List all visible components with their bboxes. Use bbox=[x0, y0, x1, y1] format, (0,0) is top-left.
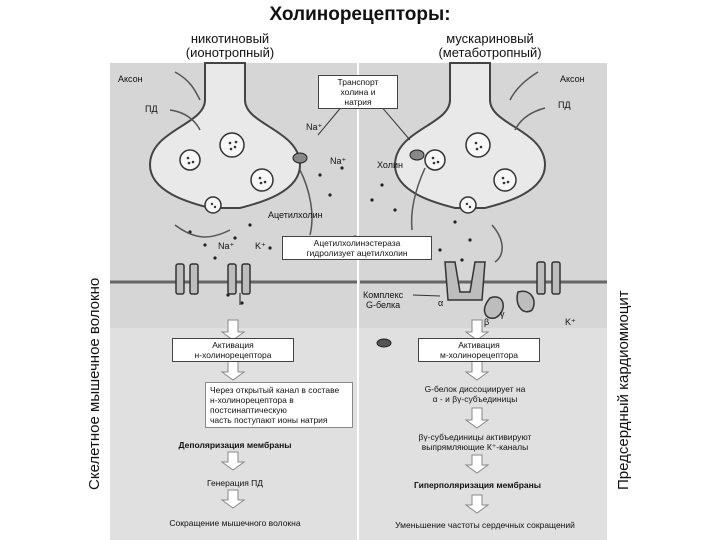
left-vesicles bbox=[179, 132, 274, 214]
k-label-1: K⁺ bbox=[255, 241, 266, 251]
left-flow-line3: часть поступают ионы натрия bbox=[210, 415, 328, 425]
k-label-2: K⁺ bbox=[565, 317, 576, 327]
left-activation-line1: Активация bbox=[212, 340, 254, 350]
process-arrows bbox=[169, 71, 546, 305]
right-flow2-line2: выпрямляющие К⁺-каналы bbox=[421, 442, 529, 452]
right-heading: мускариновый (метаботропный) bbox=[405, 32, 575, 60]
left-flow-line2: н-холинорецептора в постсинаптическую bbox=[210, 395, 294, 415]
right-step-heart-rate: Уменьшение частоты сердечных сокращений bbox=[395, 520, 575, 530]
right-activation-box: Активация м-холинорецептора bbox=[418, 338, 540, 362]
left-step-depolarization: Деполяризация мембраны bbox=[178, 440, 292, 450]
acetylcholine-label: Ацетилхолин bbox=[268, 210, 323, 220]
left-activation-line2: н-холинорецептора bbox=[194, 350, 272, 360]
right-axon-label: Аксон bbox=[560, 74, 585, 84]
right-heading-line1: мускариновый bbox=[446, 31, 534, 46]
transport-line1: Транспорт bbox=[337, 77, 379, 87]
flow-arrows bbox=[220, 319, 490, 514]
gamma-label: γ bbox=[500, 309, 505, 319]
left-vesicle-dots bbox=[186, 140, 267, 209]
complex-label: Комплекс G-белка bbox=[363, 290, 403, 310]
enzyme-line1: Ацетилхолинэстераза bbox=[313, 238, 401, 248]
complex-line2: G-белка bbox=[365, 300, 401, 310]
right-flow-line1: G-белок диссоциирует на bbox=[424, 384, 526, 394]
left-activation-box: Активация н-холинорецептора bbox=[172, 338, 294, 362]
transport-line2: холина и bbox=[340, 87, 376, 97]
acetylcholine-molecules bbox=[188, 166, 472, 305]
na-label-1: Na⁺ bbox=[306, 122, 323, 132]
left-pd-label: ПД bbox=[145, 104, 158, 114]
right-flow2-line1: βγ-субъединицы активируют bbox=[418, 432, 532, 442]
right-activation-line2: м-холинорецептора bbox=[439, 350, 519, 360]
left-heading-line1: никотиновый bbox=[190, 31, 270, 46]
right-cell-label: Предсердный кардиомиоцит bbox=[615, 290, 632, 490]
complex-line1: Комплекс bbox=[363, 290, 404, 300]
right-flow-description-2: βγ-субъединицы активируют выпрямляющие К… bbox=[390, 432, 560, 452]
right-activation-line1: Активация bbox=[458, 340, 500, 350]
left-flow-line1: Через открытый канал в составе bbox=[210, 385, 340, 395]
alpha-label: α bbox=[438, 298, 444, 308]
transport-line3: натрия bbox=[344, 97, 372, 107]
left-cell-label: Скелетное мышечное волокно bbox=[86, 277, 103, 490]
left-flow-description: Через открытый канал в составе н-холинор… bbox=[205, 382, 353, 428]
nicotinic-receptors bbox=[175, 263, 251, 295]
right-flow-description: G-белок диссоциирует на α - и βγ-субъеди… bbox=[390, 384, 560, 404]
page-title: Холинорецепторы: bbox=[269, 4, 451, 25]
right-heading-line2: (метаботропный) bbox=[438, 45, 542, 60]
choline-label: Холин bbox=[377, 160, 403, 170]
right-step-hyperpolarization: Гиперполяризация мембраны bbox=[413, 480, 542, 490]
right-vesicle-dots bbox=[431, 141, 510, 209]
enzyme-line2: гидролизует ацетилхолин bbox=[306, 248, 408, 258]
small-complex-icon bbox=[376, 338, 392, 348]
left-step-contraction: Сокращение мышечного волокна bbox=[169, 518, 301, 528]
muscarinic-receptor bbox=[444, 261, 561, 319]
transport-box: Транспорт холина и натрия bbox=[318, 75, 398, 109]
na-label-2: Na⁺ bbox=[330, 156, 347, 166]
right-pd-label: ПД bbox=[558, 100, 571, 110]
left-heading: никотиновый (ионотропный) bbox=[145, 32, 315, 60]
beta-label: β bbox=[484, 317, 490, 327]
left-heading-line2: (ионотропный) bbox=[185, 45, 275, 60]
right-flow-line2: α - и βγ-субъединицы bbox=[432, 394, 518, 404]
enzyme-box: Ацетилхолинэстераза гидролизует ацетилхо… bbox=[282, 236, 432, 260]
na-label-3: Na⁺ bbox=[218, 241, 235, 251]
left-axon-label: Аксон bbox=[118, 74, 143, 84]
right-vesicles bbox=[424, 132, 517, 214]
choline-transporters bbox=[292, 149, 425, 164]
left-step-ap-generation: Генерация ПД bbox=[206, 478, 264, 488]
